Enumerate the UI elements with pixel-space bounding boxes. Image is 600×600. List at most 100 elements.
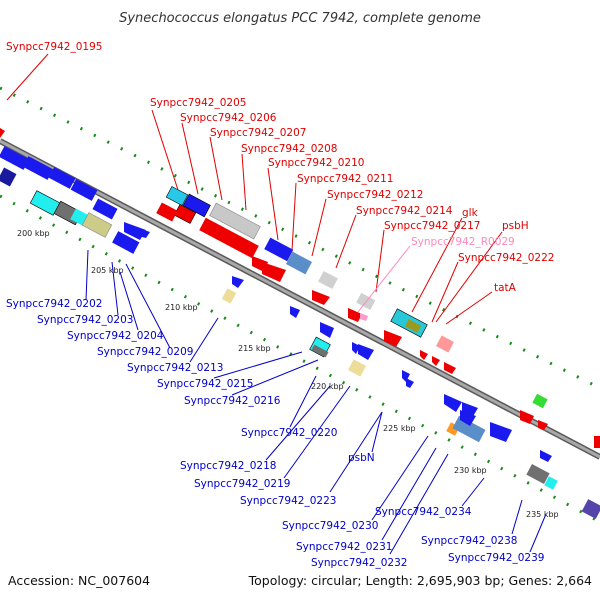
- gene-box-0238: [526, 464, 550, 484]
- gene-box-0206b: [156, 202, 178, 222]
- label-0211: Synpcc7942_0211: [297, 173, 393, 185]
- gene-arrow-0234: [540, 450, 552, 462]
- tick-labels: 200 kbp 205 kbp 210 kbp 215 kbp 220 kbp …: [17, 229, 559, 519]
- leader-0195: [6, 53, 49, 101]
- leader-0231: [381, 447, 437, 541]
- label-0232: Synpcc7942_0232: [311, 557, 407, 569]
- leader-0212: [311, 198, 327, 257]
- label-0210: Synpcc7942_0210: [268, 157, 364, 169]
- genome-title: Synechococcus elongatus PCC 7942, comple…: [119, 11, 481, 26]
- gene-box-0238b: [544, 476, 558, 490]
- gene-arrow-r1: [232, 276, 244, 288]
- gene-box-0210: [286, 251, 312, 275]
- label-glk: glk: [462, 207, 479, 219]
- leader-0217: [375, 229, 385, 293]
- label-0215: Synpcc7942_0215: [157, 378, 253, 390]
- label-0216: Synpcc7942_0216: [184, 395, 281, 407]
- gene-arrow-0206: [182, 193, 211, 218]
- gene-arrow-0215: [320, 322, 334, 338]
- label-0195: Synpcc7942_0195: [6, 41, 102, 53]
- gene-box-left1: [0, 146, 30, 170]
- leader-0208: [241, 153, 247, 211]
- label-0205: Synpcc7942_0205: [150, 97, 246, 109]
- gene-arrow-tatA: [432, 356, 440, 366]
- gene-box-downstream2: [594, 436, 600, 448]
- gene-arrow-0214b: [348, 308, 362, 322]
- rna-R0029: [360, 313, 368, 321]
- gene-box-0205b: [173, 204, 197, 224]
- label-tatA: tatA: [494, 282, 517, 294]
- leader-0202: [85, 249, 89, 301]
- gene-box-0213: [221, 288, 237, 304]
- tick-label-235: 235 kbp: [526, 510, 559, 519]
- gene-box-psbH: [436, 335, 454, 353]
- tick-label-205: 205 kbp: [91, 266, 124, 275]
- gene-arrow-0231: [490, 422, 512, 442]
- gene-arrow-0222: [420, 350, 428, 360]
- tick-label-220: 220 kbp: [311, 382, 344, 391]
- label-0238: Synpcc7942_0238: [421, 535, 517, 547]
- leader-0220: [289, 375, 317, 428]
- gene-arrow-r2: [290, 306, 300, 318]
- gene-arrow-downstream1: [520, 410, 534, 424]
- gene-arrow-psbN: [402, 370, 410, 382]
- gene-arrow-0217b: [384, 330, 402, 347]
- gene-arrow-0220b: [358, 344, 374, 360]
- leader-0232: [389, 453, 449, 555]
- label-0209: Synpcc7942_0209: [97, 346, 193, 358]
- label-0207: Synpcc7942_0207: [210, 127, 306, 139]
- leader-psbH: [435, 231, 503, 323]
- label-0206: Synpcc7942_0206: [180, 112, 277, 124]
- forward-gene-labels: Synpcc7942_0195 Synpcc7942_0205 Synpcc79…: [6, 41, 554, 325]
- label-0213: Synpcc7942_0213: [127, 362, 223, 374]
- genome-backbone: [0, 138, 600, 460]
- tick-label-215: 215 kbp: [238, 344, 271, 353]
- gene-box-0216: [311, 344, 329, 358]
- gene-box-0208: [264, 237, 294, 262]
- leader-0207: [209, 136, 223, 201]
- leader-0216: [231, 359, 319, 396]
- leader-0214: [335, 214, 357, 269]
- leader-0223: [329, 411, 383, 493]
- leader-0230: [371, 435, 429, 521]
- gene-box-left2: [22, 156, 54, 180]
- reverse-gene-labels: Synpcc7942_0202 Synpcc7942_0203 Synpcc79…: [6, 249, 547, 569]
- gene-box-0217: [404, 319, 422, 333]
- tick-label-210: 210 kbp: [165, 303, 198, 312]
- tick-label-200: 200 kbp: [17, 229, 50, 238]
- reverse-strand-features: [0, 146, 600, 519]
- leader-0218: [265, 385, 331, 461]
- label-psbN: psbN: [348, 452, 375, 464]
- label-0219: Synpcc7942_0219: [194, 478, 290, 490]
- label-0204: Synpcc7942_0204: [67, 330, 164, 342]
- leader-0211: [291, 182, 297, 251]
- leader-R0029: [357, 245, 411, 313]
- tick-label-225: 225 kbp: [383, 424, 416, 433]
- gene-arrow-0211: [262, 262, 286, 282]
- gene-arrow-psbN-b: [406, 378, 414, 388]
- label-0202: Synpcc7942_0202: [6, 298, 102, 310]
- gene-box-0207b: [199, 217, 259, 259]
- leader-0206: [181, 122, 199, 195]
- leader-0239: [529, 513, 547, 553]
- leader-0222: [431, 261, 459, 323]
- label-R0029: Synpcc7942_R0029: [411, 236, 515, 248]
- gene-arrow-downstream2: [538, 420, 548, 430]
- leader-0210: [267, 167, 279, 241]
- gene-box-0204b: [92, 198, 118, 220]
- gene-box-0204: [81, 212, 113, 238]
- label-0214: Synpcc7942_0214: [356, 205, 453, 217]
- gene-box-0205: [165, 186, 189, 206]
- label-0208: Synpcc7942_0208: [241, 143, 337, 155]
- leader-0205: [151, 109, 179, 191]
- gene-box-0230b: [452, 415, 486, 443]
- gene-box-0209: [112, 231, 140, 254]
- leader-0203: [111, 261, 119, 316]
- gene-box-0219: [348, 359, 366, 377]
- gene-box-left3: [0, 167, 17, 187]
- leader-psbN: [371, 411, 383, 453]
- label-0222: Synpcc7942_0222: [458, 252, 554, 264]
- leader-0204: [119, 271, 139, 331]
